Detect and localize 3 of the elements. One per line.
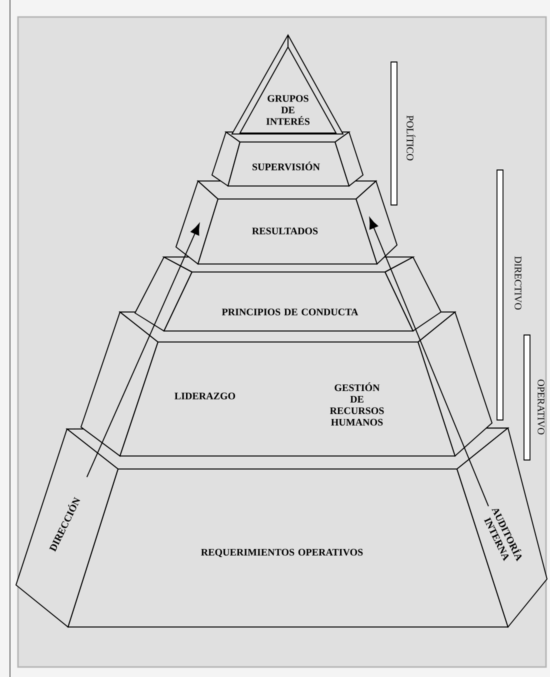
level-label: POLÍTICO bbox=[406, 116, 416, 160]
arrow bbox=[86, 223, 200, 478]
level-label: DIRECTIVO bbox=[514, 256, 522, 310]
